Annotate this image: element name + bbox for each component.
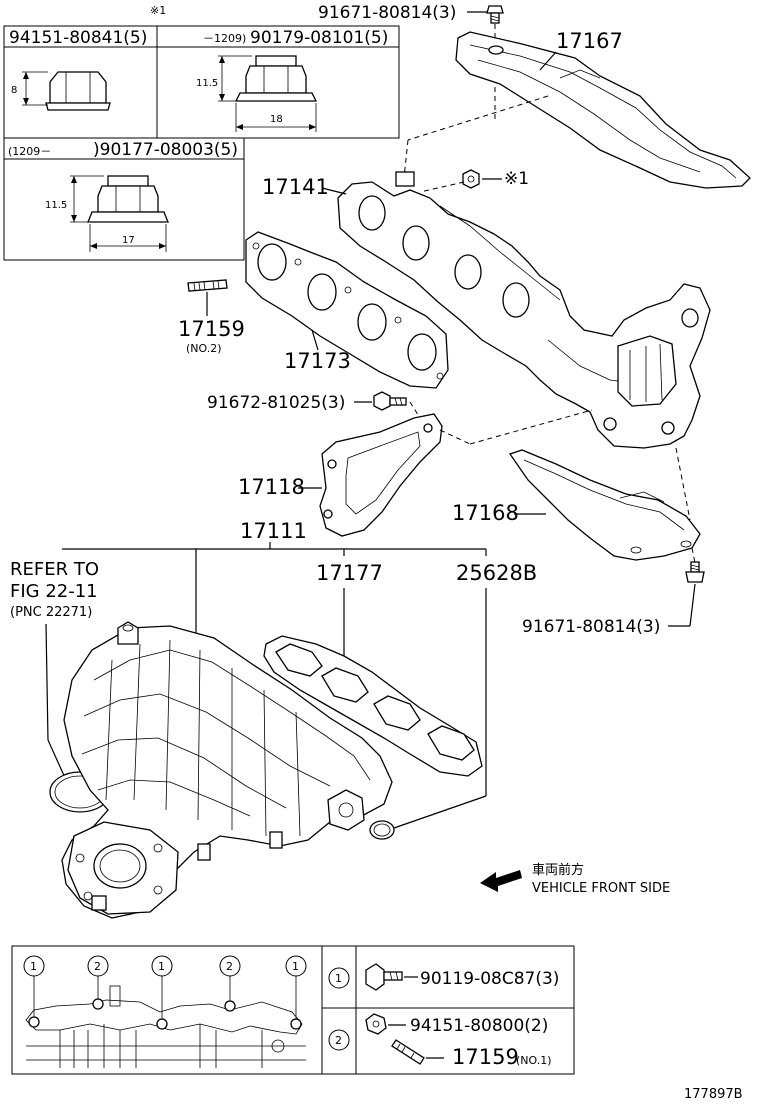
label-intake-gasket[interactable]: 17177 <box>316 561 383 585</box>
nut-b-date: －1209) <box>203 32 246 45</box>
legend-nut-icon <box>365 1013 387 1035</box>
refer-line-2[interactable]: FIG 22-11 <box>10 581 98 602</box>
bolt-layout-drawing <box>25 976 306 1068</box>
layout-marker-4: 2 <box>219 955 241 977</box>
nut-c-width: 17 <box>122 235 135 246</box>
heat-insulator-upper[interactable] <box>455 31 751 189</box>
svg-text:1: 1 <box>30 960 37 973</box>
intake-gasket[interactable] <box>263 635 483 777</box>
svg-text:1: 1 <box>158 960 165 973</box>
legend-part-3-note: (NO.1) <box>516 1054 552 1067</box>
front-side-jp: 車両前方 <box>532 862 584 878</box>
nut-b-height: 11.5 <box>196 78 218 89</box>
label-nut-mark[interactable]: ※1 <box>504 169 529 189</box>
label-heat-insulator-lower[interactable]: 17168 <box>452 501 519 525</box>
label-intake-manifold[interactable]: 17111 <box>240 519 307 543</box>
layout-marker-3: 1 <box>151 955 173 977</box>
stud-no2[interactable] <box>187 279 228 292</box>
nut-mark-part[interactable] <box>462 169 480 189</box>
label-heat-insulator-upper[interactable]: 17167 <box>556 29 623 53</box>
vehicle-front-arrow <box>480 870 522 892</box>
label-bolt-top[interactable]: 91671-80814(3) <box>318 3 456 23</box>
legend-stud-icon <box>391 1039 425 1065</box>
nut-c-part-number[interactable]: )90177-08003(5) <box>93 140 238 160</box>
nut-a-height: 8 <box>11 85 17 96</box>
nut-b-width: 18 <box>270 114 283 125</box>
label-exhaust-manifold[interactable]: 17141 <box>262 175 329 199</box>
manifold-stay[interactable] <box>319 413 443 537</box>
label-stud-note: (NO.2) <box>186 342 222 355</box>
nut-c-date: (1209－ <box>8 145 51 158</box>
bolt-lower[interactable] <box>685 561 705 583</box>
nut-b-drawing <box>218 55 318 132</box>
ring-25628b[interactable] <box>369 820 395 840</box>
label-bolt-lower[interactable]: 91671-80814(3) <box>522 617 660 637</box>
bolt-stay[interactable] <box>373 391 407 411</box>
label-exhaust-gasket[interactable]: 17173 <box>284 349 351 373</box>
figure-code: 177897B <box>684 1087 743 1102</box>
layout-marker-1: 1 <box>23 955 45 977</box>
exhaust-gasket[interactable] <box>245 231 449 389</box>
bolt-top[interactable] <box>486 5 504 24</box>
legend-part-1[interactable]: 90119-08C87(3) <box>420 969 559 989</box>
legend-bolt-icon <box>365 963 403 991</box>
inset-note-mark: ※1 <box>150 4 166 17</box>
front-side-en: VEHICLE FRONT SIDE <box>532 881 670 896</box>
nut-inset: ※1 94151-80841(5) －1209) 90179-08101(5) … <box>3 4 400 261</box>
svg-text:1: 1 <box>335 972 342 985</box>
nut-c-height: 11.5 <box>45 200 67 211</box>
exhaust-manifold[interactable] <box>337 171 711 449</box>
nut-b-part-number[interactable]: 90179-08101(5) <box>250 28 388 48</box>
layout-marker-5: 1 <box>285 955 307 977</box>
nut-a-part-number[interactable]: 94151-80841(5) <box>9 28 147 48</box>
legend-part-2[interactable]: 94151-80800(2) <box>410 1016 548 1036</box>
legend-part-3[interactable]: 17159 <box>452 1045 519 1069</box>
svg-text:2: 2 <box>94 960 101 973</box>
intake-manifold[interactable] <box>61 621 393 919</box>
refer-line-3[interactable]: (PNC 22271) <box>10 605 92 620</box>
label-stay[interactable]: 17118 <box>238 475 305 499</box>
heat-insulator-lower[interactable] <box>508 449 701 561</box>
refer-line-1[interactable]: REFER TO <box>10 559 99 580</box>
layout-marker-2: 2 <box>87 955 109 977</box>
svg-text:2: 2 <box>226 960 233 973</box>
label-bolt-stay[interactable]: 91672-81025(3) <box>207 393 345 413</box>
nut-a-drawing <box>22 71 111 111</box>
label-ring[interactable]: 25628B <box>456 561 537 585</box>
legend-key-2: 2 <box>328 1029 350 1051</box>
legend-key-1: 1 <box>328 967 350 989</box>
svg-text:1: 1 <box>292 960 299 973</box>
bottom-legend: 1 2 1 2 1 1 90119-08C87(3) <box>11 945 575 1075</box>
nut-c-drawing <box>70 175 169 252</box>
svg-text:2: 2 <box>335 1034 342 1047</box>
label-stud[interactable]: 17159 <box>178 317 245 341</box>
